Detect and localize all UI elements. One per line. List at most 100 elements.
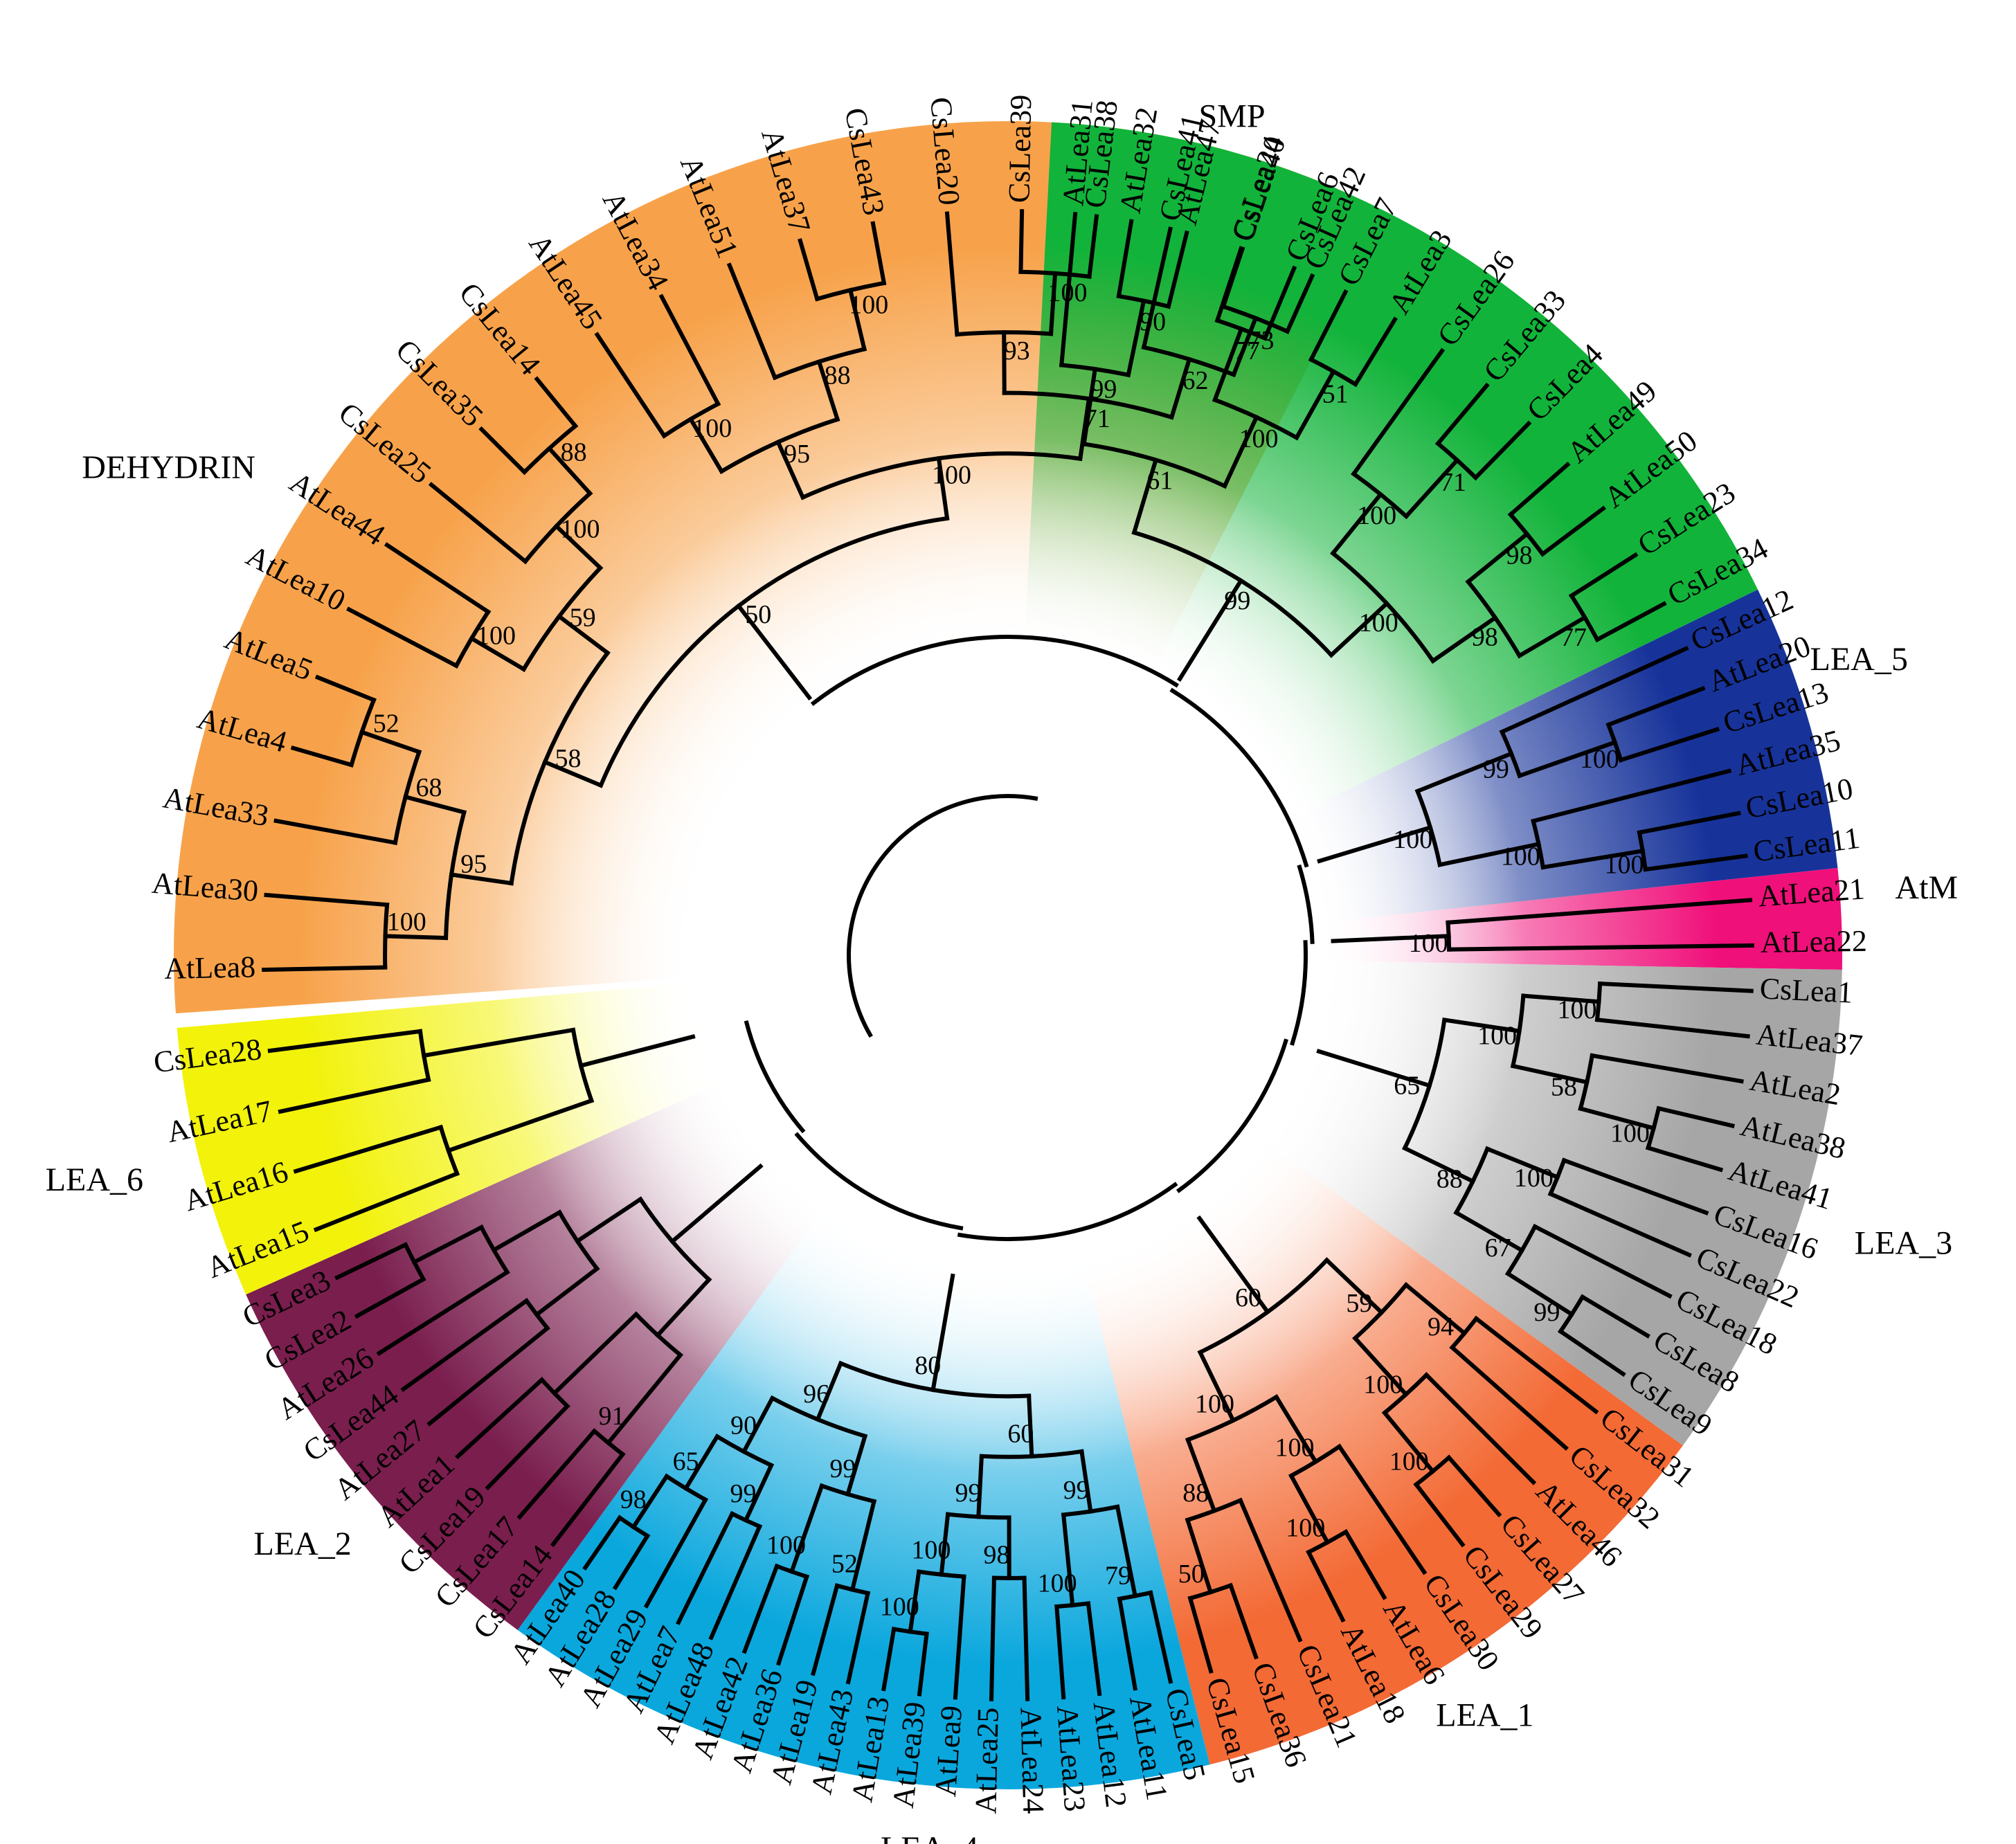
bootstrap-value: 88 <box>825 361 851 390</box>
bootstrap-value: 95 <box>460 849 487 878</box>
leaf-label: AtLea24 <box>1014 1707 1050 1814</box>
clade-label: LEA_6 <box>46 1161 143 1198</box>
bootstrap-value: 88 <box>1437 1165 1463 1194</box>
bootstrap-value: 52 <box>373 709 399 738</box>
leaf-label: AtLea22 <box>1761 924 1868 959</box>
bootstrap-value: 100 <box>1514 1164 1554 1193</box>
bootstrap-value: 50 <box>745 600 771 629</box>
bootstrap-value: 100 <box>387 907 426 937</box>
leaf-label: AtLea8 <box>164 950 256 986</box>
bootstrap-value: 73 <box>1248 326 1274 355</box>
bootstrap-value: 100 <box>476 622 516 651</box>
bootstrap-value: 77 <box>1560 623 1587 652</box>
leaf-label: AtLea9 <box>928 1704 969 1798</box>
bootstrap-value: 100 <box>1610 1119 1650 1148</box>
bootstrap-value: 99 <box>1063 1476 1090 1505</box>
bootstrap-value: 100 <box>1286 1514 1325 1543</box>
bootstrap-value: 98 <box>1472 623 1498 652</box>
bootstrap-value: 100 <box>1239 424 1278 453</box>
bootstrap-value: 98 <box>620 1485 647 1515</box>
bootstrap-value: 93 <box>1004 336 1030 365</box>
bootstrap-value: 98 <box>983 1540 1009 1569</box>
bootstrap-value: 100 <box>1558 995 1597 1024</box>
bootstrap-value: 71 <box>1440 468 1466 497</box>
clade-wedge <box>1284 589 1838 923</box>
bootstrap-value: 62 <box>1182 366 1208 395</box>
leaf-label: CsLea1 <box>1759 971 1854 1009</box>
bootstrap-value: 58 <box>555 744 582 773</box>
bootstrap-value: 100 <box>1363 1370 1403 1399</box>
clade-wedge <box>246 1080 827 1630</box>
bootstrap-value: 99 <box>730 1479 756 1508</box>
leaf-label: CsLea39 <box>1002 94 1038 203</box>
bootstrap-value: 100 <box>561 514 600 543</box>
clade-label: DEHYDRIN <box>82 449 255 486</box>
bootstrap-value: 100 <box>692 414 732 443</box>
leaf-label: AtLea23 <box>1050 1704 1092 1813</box>
bootstrap-value: 71 <box>1084 404 1110 433</box>
bootstrap-value: 100 <box>1195 1389 1234 1418</box>
bootstrap-value: 99 <box>1090 374 1117 404</box>
bootstrap-value: 88 <box>561 437 587 467</box>
clade-wedge <box>1082 1136 1683 1765</box>
bootstrap-value: 100 <box>911 1535 951 1564</box>
bootstrap-value: 95 <box>784 440 810 469</box>
leaf-label: AtLea21 <box>1757 871 1866 913</box>
clade-label: AtM <box>1895 869 1958 906</box>
bootstrap-value: 99 <box>1533 1298 1560 1327</box>
bootstrap-value: 100 <box>1389 1447 1429 1476</box>
bootstrap-value: 61 <box>1146 466 1173 495</box>
bootstrap-value: 67 <box>1485 1233 1511 1263</box>
clade-wedge <box>1257 960 1842 1446</box>
clade-label: SMP <box>1198 98 1265 135</box>
bootstrap-values: 100 52 68 95 100 88 100 59 58 100 100 88 95 100 93 73 62… <box>373 278 1650 1621</box>
bootstrap-value: 99 <box>955 1479 982 1508</box>
clade-label: LEA_1 <box>1436 1697 1533 1733</box>
bootstrap-value: 99 <box>1483 754 1509 784</box>
bootstrap-value: 79 <box>1105 1561 1131 1590</box>
bootstrap-value: 100 <box>1605 851 1644 880</box>
bootstrap-value: 100 <box>932 461 971 490</box>
clade-label: LEA_2 <box>254 1526 352 1562</box>
bootstrap-value: 100 <box>880 1592 919 1621</box>
bootstrap-value: 65 <box>1394 1071 1420 1100</box>
bootstrap-value: 59 <box>1346 1289 1372 1318</box>
bootstrap-value: 100 <box>1501 842 1540 871</box>
bootstrap-value: 51 <box>1322 379 1349 408</box>
bootstrap-value: 59 <box>570 603 596 632</box>
bootstrap-value: 68 <box>415 773 442 802</box>
bootstrap-value: 52 <box>831 1549 858 1578</box>
tree-branches <box>262 209 1754 1701</box>
bootstrap-value: 94 <box>1428 1312 1454 1341</box>
bootstrap-value: 100 <box>1038 1569 1077 1598</box>
bootstrap-value: 58 <box>1551 1073 1577 1102</box>
bootstrap-value: 100 <box>1393 825 1432 854</box>
bootstrap-value: 96 <box>803 1380 829 1409</box>
clade-wedge <box>177 982 727 1295</box>
bootstrap-value: 100 <box>849 291 888 320</box>
bootstrap-value: 91 <box>599 1402 625 1431</box>
bootstrap-value: 100 <box>766 1530 806 1560</box>
bootstrap-value: 88 <box>1182 1479 1209 1508</box>
bootstrap-value: 65 <box>673 1447 699 1476</box>
bootstrap-value: 100 <box>1580 745 1619 774</box>
bootstrap-value: 98 <box>1506 541 1533 570</box>
bootstrap-value: 100 <box>1409 929 1448 958</box>
bootstrap-value: 100 <box>1477 1022 1517 1051</box>
clade-label: LEA_5 <box>1810 641 1908 678</box>
bootstrap-value: 80 <box>915 1351 941 1380</box>
clade-wedge <box>1024 122 1758 820</box>
bootstrap-value: 99 <box>1224 586 1250 615</box>
bootstrap-value: 100 <box>1357 501 1396 530</box>
clade-label: LEA_3 <box>1855 1224 1952 1261</box>
leaf-label: AtLea25 <box>969 1707 1005 1814</box>
bootstrap-value: 60 <box>1235 1283 1261 1312</box>
bootstrap-value: 100 <box>1275 1434 1314 1463</box>
bootstrap-value: 90 <box>1140 307 1166 336</box>
bootstrap-value: 77 <box>1234 336 1260 365</box>
bootstrap-value: 99 <box>829 1454 856 1483</box>
bootstrap-value: 90 <box>730 1411 757 1440</box>
clade-label: LEA_4 <box>881 1830 978 1844</box>
